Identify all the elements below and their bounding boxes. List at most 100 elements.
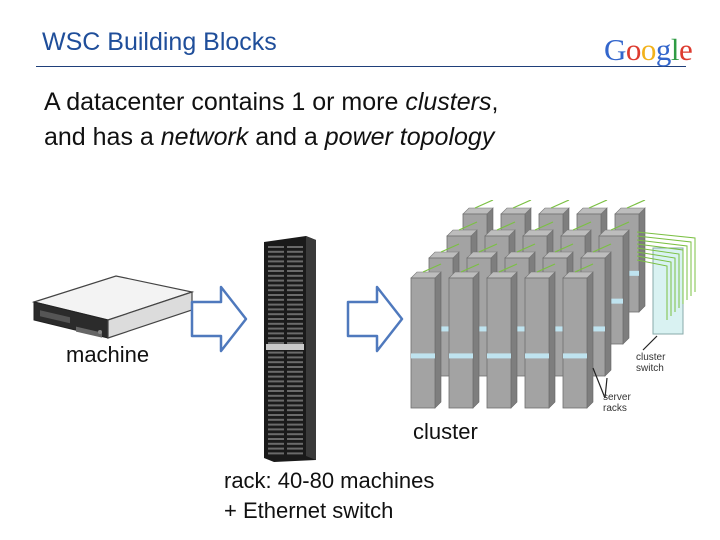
right-arrow-icon [190, 285, 248, 353]
rack-slot [287, 356, 303, 359]
title-divider [36, 66, 686, 67]
emphasis-clusters: clusters [405, 88, 492, 116]
rack-slot [287, 298, 303, 301]
server-rack [524, 263, 556, 409]
machine-server-illustration [31, 275, 195, 339]
rack-slot [287, 294, 303, 296]
rack-label-line-2: + Ethernet switch [224, 498, 394, 523]
rack-slot [287, 250, 303, 253]
rack-slot [268, 452, 284, 455]
rack-slot [287, 289, 303, 292]
rack-slot [287, 270, 303, 272]
rack-slot [268, 409, 284, 412]
rack-slot [287, 274, 303, 277]
rack-slot [268, 442, 284, 445]
logo-letter: G [604, 32, 626, 67]
rack-slot [268, 250, 284, 253]
rack-slot [287, 308, 303, 311]
rack-slot [268, 351, 284, 354]
rack-slot [268, 270, 284, 272]
rack-slot [287, 284, 303, 287]
body-text-line-1: A datacenter contains 1 or more clusters… [44, 88, 498, 117]
logo-letter: l [670, 32, 680, 67]
rack-slot [287, 418, 303, 421]
logo-letter: o [625, 32, 642, 67]
rack-slot [287, 394, 303, 397]
rack-slot [268, 418, 284, 421]
rack-slot [287, 438, 303, 440]
rack-slot [287, 380, 303, 383]
body-text: A datacenter contains 1 or more [44, 88, 406, 116]
rack-slot [287, 342, 303, 344]
rack-slot [287, 423, 303, 426]
rack-slot [268, 361, 284, 364]
body-text: and a [248, 123, 325, 151]
rack-slot [268, 246, 284, 248]
rack-slot [268, 322, 284, 325]
rack-slot [268, 279, 284, 282]
server-rack [410, 263, 442, 409]
rack-slot [287, 390, 303, 392]
rack-slot [287, 452, 303, 455]
rack-slot [287, 327, 303, 330]
cluster-switch-label: cluster switch [636, 352, 665, 374]
rack-slot [268, 289, 284, 292]
rack-slot [268, 447, 284, 450]
rack-slot [287, 255, 303, 258]
rack-slot [268, 423, 284, 426]
rack-illustration [264, 236, 316, 462]
slide-title: WSC Building Blocks [42, 28, 277, 56]
rack-slot [287, 370, 303, 373]
body-text: , [491, 88, 499, 116]
logo-letter: g [655, 32, 672, 67]
rack-slot [287, 322, 303, 325]
rack-slot [268, 313, 284, 316]
emphasis-power-topology: power topology [324, 123, 495, 151]
cluster-switch-label-line: cluster [636, 352, 666, 363]
rack-slot [268, 294, 284, 296]
cluster-switch-label-line: switch [636, 363, 664, 374]
rack-slot [287, 351, 303, 354]
rack-slot [268, 265, 284, 268]
rack-slot [268, 385, 284, 388]
rack-slot [287, 279, 303, 282]
server-rack [448, 263, 480, 409]
server-racks-label-line: racks [603, 403, 627, 414]
rack-slot [268, 284, 284, 287]
rack-slot [268, 399, 284, 402]
rack-slot [268, 356, 284, 359]
rack-slot [287, 303, 303, 306]
google-logo: Google [604, 32, 693, 68]
rack-slot [268, 366, 284, 368]
body-text-line-2: and has a network and a power topology [44, 123, 494, 152]
rack-slots [268, 246, 303, 455]
rack-slot [268, 298, 284, 301]
rack-label-line-1: rack: 40-80 machines [224, 468, 435, 493]
rack-slot [268, 438, 284, 440]
server-racks-label-line: server [603, 392, 631, 403]
rack-slot [268, 327, 284, 330]
logo-letter: e [679, 32, 693, 67]
cluster-cabling [636, 231, 696, 320]
rack-slot [268, 308, 284, 311]
rack-slot [287, 442, 303, 445]
rack-slot [268, 414, 284, 416]
rack-slot [268, 260, 284, 263]
rack-slot [287, 361, 303, 364]
right-arrow-icon [346, 285, 404, 353]
server-rack [562, 263, 594, 409]
rack-slot [287, 265, 303, 268]
rack-slot [287, 414, 303, 416]
rack-slot [268, 390, 284, 392]
rack-slot [268, 433, 284, 436]
rack-slot [287, 260, 303, 263]
rack-slot [268, 394, 284, 397]
rack-slot [268, 274, 284, 277]
server-racks-label: server racks [603, 392, 631, 414]
rack-slot [287, 433, 303, 436]
rack-slot [287, 409, 303, 412]
rack-slot [268, 370, 284, 373]
rack-slot [268, 404, 284, 407]
rack-slot [287, 246, 303, 248]
body-text: and has a [44, 123, 161, 151]
